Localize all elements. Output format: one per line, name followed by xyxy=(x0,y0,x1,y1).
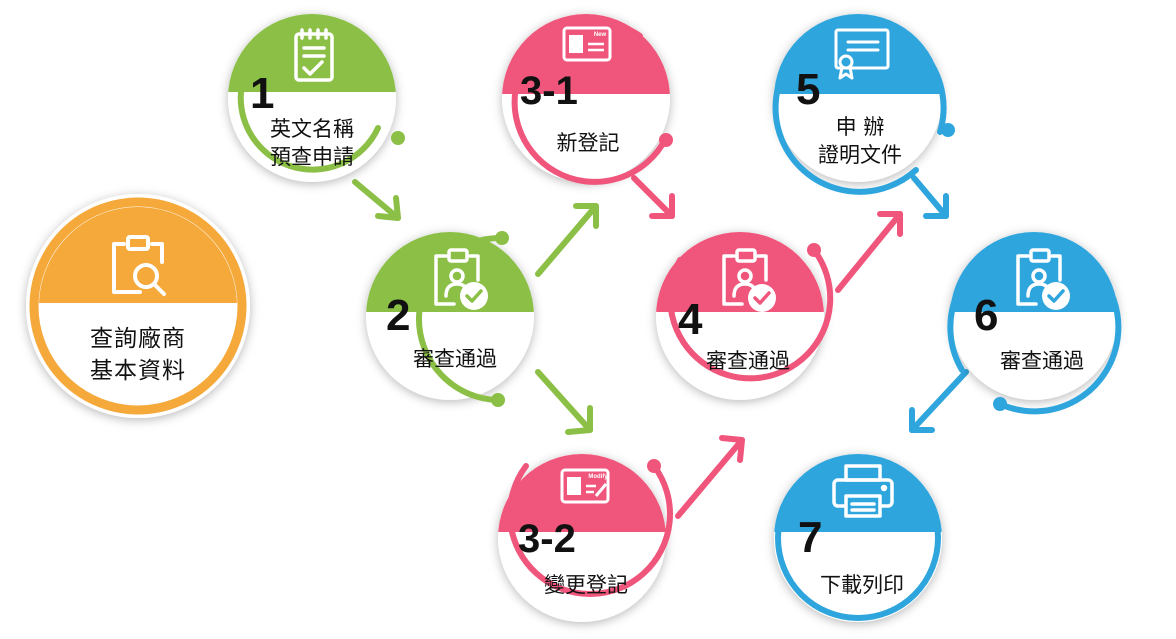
step-label-line1: 審查通過 xyxy=(1000,349,1084,373)
step-number: 4 xyxy=(678,295,703,344)
modify-id-card-icon: Modify xyxy=(560,468,610,504)
new-id-card-icon: New xyxy=(562,26,612,62)
new-badge: New xyxy=(594,32,607,38)
step-6-approved[interactable]: 6 審查通過 xyxy=(944,228,1134,415)
printer-icon xyxy=(832,464,894,518)
step-label-line1: 新登記 xyxy=(557,131,620,155)
clipboard-approved-icon xyxy=(722,248,776,312)
clipboard-search-icon xyxy=(112,235,166,296)
step-number: 5 xyxy=(796,65,820,114)
step-number: 1 xyxy=(250,69,274,118)
arrow-2-to-3-2 xyxy=(535,369,593,435)
step-4-approved[interactable]: 4 審查通過 xyxy=(650,228,840,400)
arrow-5-to-6 xyxy=(911,175,949,219)
start-node-query-basic-data[interactable]: 查詢廠商 基本資料 xyxy=(26,194,250,418)
step-1-name-precheck[interactable]: 1 英文名稱 預查申請 xyxy=(220,10,410,182)
step-5-apply-certificate[interactable]: 5 申 辦 證明文件 xyxy=(768,10,958,195)
arrow-6-to-7 xyxy=(909,369,969,433)
step-label-line1: 審查通過 xyxy=(413,347,497,371)
step-number: 3-1 xyxy=(520,69,578,113)
step-number: 3-2 xyxy=(518,517,576,561)
modify-badge: Modify xyxy=(588,474,608,480)
arrow-3-2-to-4 xyxy=(675,435,745,519)
arrow-2-to-3-1 xyxy=(535,203,599,277)
step-label-line1: 英文名稱 xyxy=(270,117,354,141)
step-label-line1: 審查通過 xyxy=(706,349,790,373)
step-label-line2: 預查申請 xyxy=(270,145,354,169)
notepad-check-icon xyxy=(294,28,334,82)
arrow-4-to-5 xyxy=(835,211,903,293)
step-number: 2 xyxy=(386,291,410,340)
step-label-line1: 申 辦 xyxy=(836,115,885,139)
step-label-line1: 變更登記 xyxy=(544,573,628,597)
step-3-2-change-registration[interactable]: Modify 3-2 變更登記 xyxy=(492,450,682,622)
flow-arrows xyxy=(352,175,969,519)
arrow-3-1-to-4 xyxy=(631,175,675,219)
step-2-approved[interactable]: 2 審查通過 xyxy=(360,228,550,407)
certificate-icon xyxy=(834,28,890,80)
arrow-1-to-2 xyxy=(352,179,401,221)
start-label-line2: 基本資料 xyxy=(90,358,186,384)
step-number: 6 xyxy=(974,291,998,340)
step-3-1-new-registration[interactable]: New 3-1 新登記 xyxy=(496,10,686,185)
step-label-line1: 下載列印 xyxy=(820,573,904,597)
step-label-line2: 證明文件 xyxy=(818,143,902,167)
clipboard-approved-icon xyxy=(1016,248,1070,310)
step-7-download-print[interactable]: 7 下載列印 xyxy=(768,450,958,622)
clipboard-approved-icon xyxy=(434,248,488,310)
start-label-line1: 查詢廠商 xyxy=(90,326,186,352)
step-number: 7 xyxy=(798,513,822,562)
